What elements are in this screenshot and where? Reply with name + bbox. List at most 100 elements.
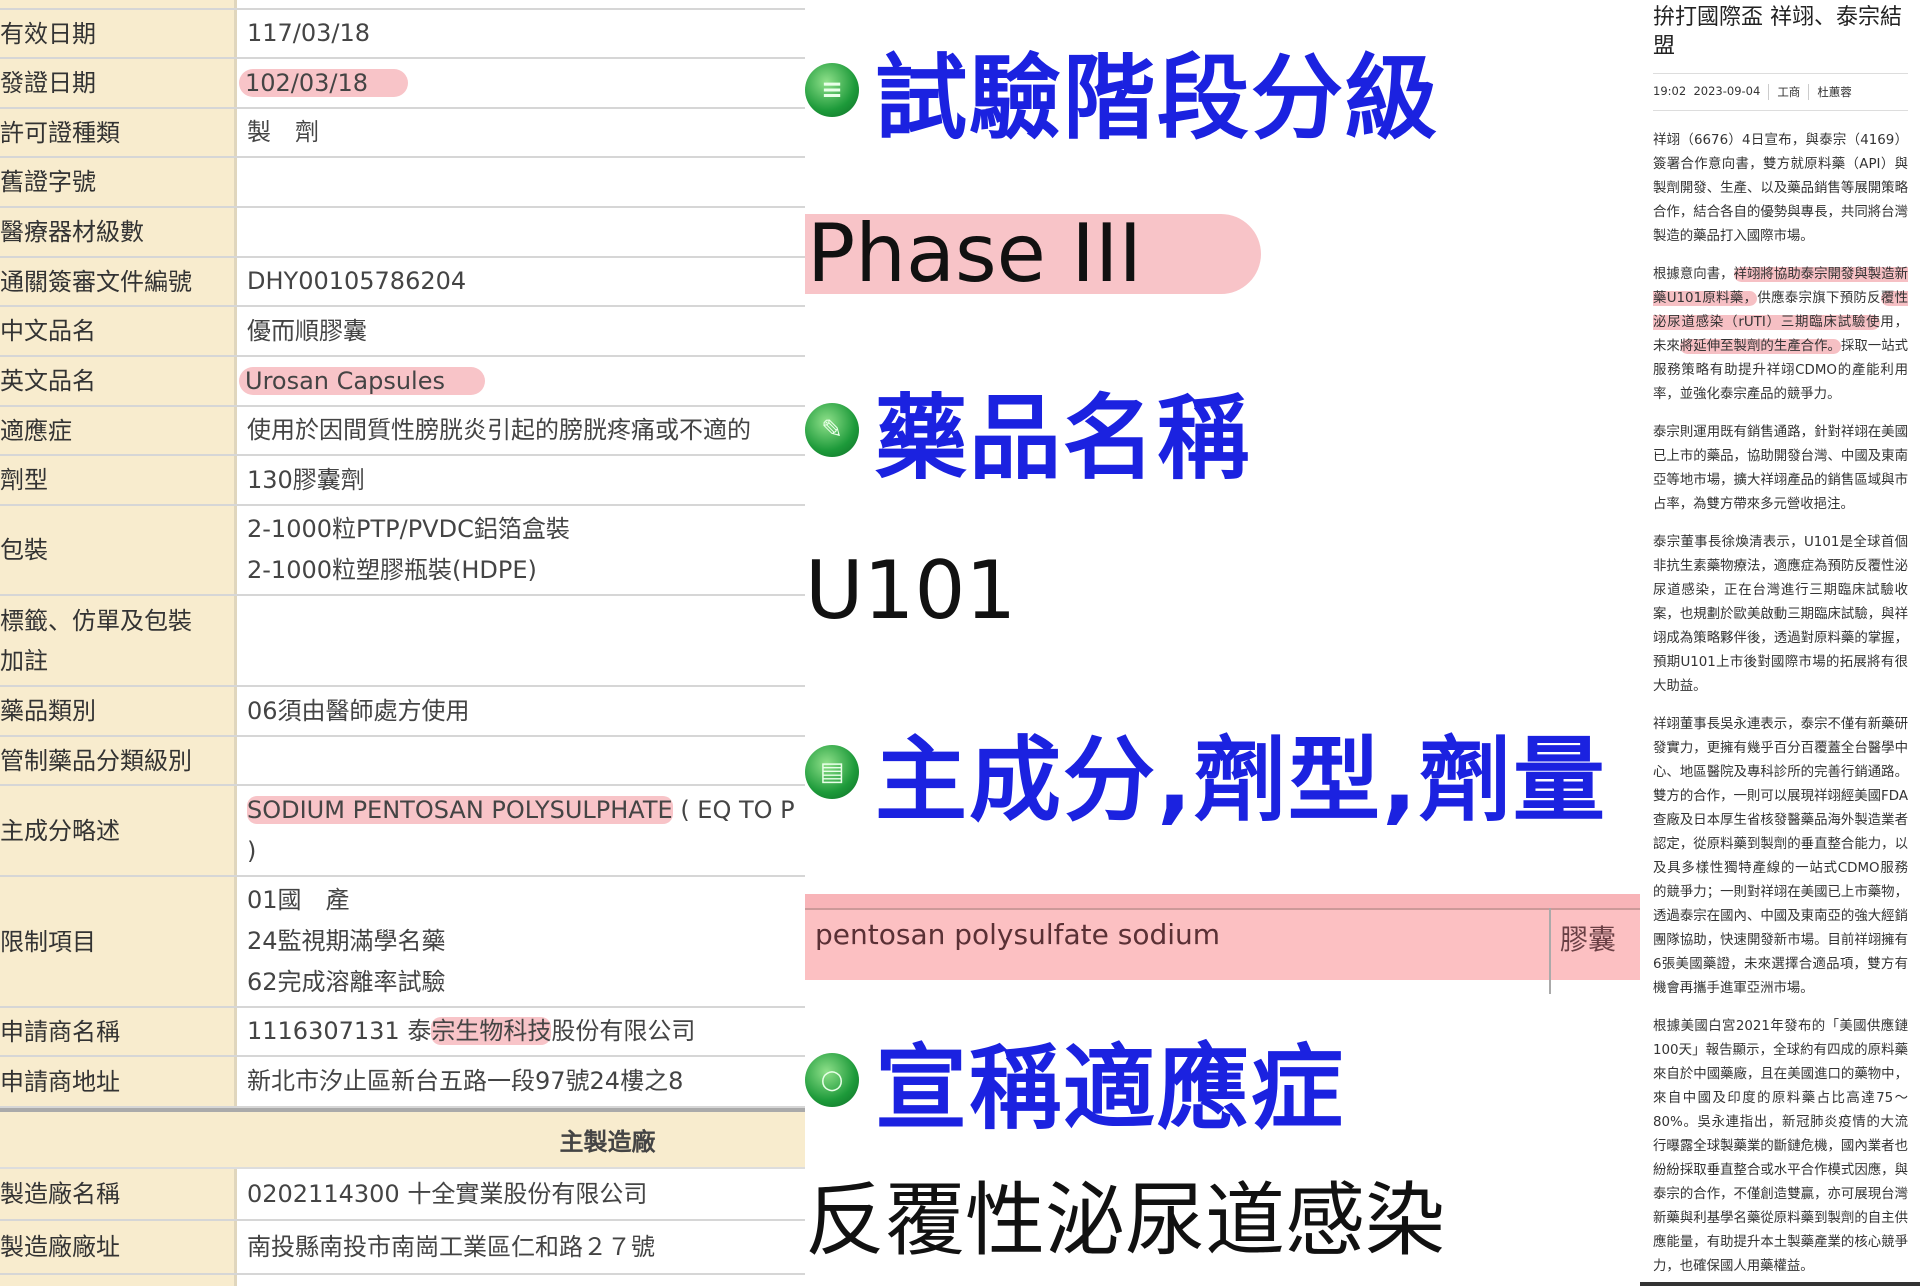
- row-label: 有效日期: [0, 10, 237, 57]
- row-value: 2-1000粒PTP/PVDC鋁箔盒裝 2-1000粒塑膠瓶裝(HDPE): [237, 506, 805, 594]
- row-value: SODIUM PENTOSAN POLYSULPHATE ( EQ TO P): [237, 786, 805, 875]
- row-label: 藥品類別: [0, 687, 237, 735]
- article-meta: 19:02 2023-09-04 工商 杜蕙蓉: [1653, 74, 1908, 111]
- row-value: 130膠囊劑: [237, 456, 805, 504]
- article-paragraph: 泰宗則運用既有銷售通路，針對祥翊在美國已上市的藥品，協助開發台灣、中國及東南亞等…: [1653, 425, 1908, 512]
- table-row: 申請商地址新北市汐止區新台五路一段97號24樓之8: [0, 1057, 805, 1108]
- heading-text: 試驗階段分級: [875, 44, 1440, 152]
- row-value: [237, 596, 805, 685]
- row-label: 申請商地址: [0, 1057, 237, 1106]
- drug-name-heading: ✎ 藥品名稱: [805, 380, 1251, 492]
- table-row: 申請商名稱 1116307131 泰宗生物科技股份有限公司: [0, 1008, 805, 1057]
- row-value: 南投縣南投市南崗工業區仁和路２７號: [247, 1232, 655, 1261]
- row-value: 0202114300 十全實業股份有限公司: [247, 1179, 648, 1208]
- drug-name-value: U101: [805, 544, 1017, 637]
- value-line: 2-1000粒PTP/PVDC鋁箔盒裝: [247, 515, 570, 543]
- value-line: 優而順膠囊: [247, 316, 367, 345]
- ingredient-value: pentosan polysulfate sodium: [815, 918, 1221, 951]
- article-paragraph: 泰宗董事長徐煥清表示，U101是全球首個非抗生素藥物療法，適應症為預防反覆性泌尿…: [1653, 535, 1908, 694]
- manufacturer-header: 主製造廠: [0, 1108, 805, 1169]
- table-row-partial: [0, 0, 805, 10]
- article-paragraph: 根據美國白宮2021年發布的「美國供應鏈100天」報告顯示，全球約有四成的原料藥…: [1653, 1019, 1908, 1274]
- row-value: 117/03/18: [237, 10, 805, 57]
- value-line: 使用於因間質性膀胱炎引起的膀胱疼痛或不適的: [247, 416, 751, 444]
- row-label: 申請商名稱: [0, 1008, 237, 1055]
- value-line: ): [247, 836, 257, 865]
- value-line: 102/03/18: [239, 63, 805, 104]
- row-label: 許可證種類: [0, 109, 237, 156]
- row-label: 標籤、仿單及包裝 加註: [0, 596, 237, 685]
- value-line: 117/03/18: [247, 19, 371, 47]
- row-label: 適應症: [0, 407, 237, 454]
- row-label: 英文品名: [0, 357, 237, 405]
- table-row: 有效日期 117/03/18: [0, 10, 805, 59]
- article-title: 拚打國際盃 祥翊、泰宗結盟: [1653, 3, 1908, 74]
- dosage-form-value: 膠囊: [1560, 923, 1617, 956]
- row-label: 包裝: [0, 506, 237, 594]
- value-line: 130膠囊劑: [247, 465, 365, 494]
- table-row-partial: [0, 1275, 805, 1286]
- row-label: 中文品名: [0, 307, 237, 355]
- heading-text: 藥品名稱: [875, 384, 1252, 492]
- table-row: 包裝 2-1000粒PTP/PVDC鋁箔盒裝 2-1000粒塑膠瓶裝(HDPE): [0, 506, 805, 596]
- row-value: 使用於因間質性膀胱炎引起的膀胱疼痛或不適的: [237, 407, 805, 454]
- value-line: SODIUM PENTOSAN POLYSULPHATE ( EQ TO P: [247, 795, 795, 824]
- row-value: 06須由醫師處方使用: [237, 687, 805, 735]
- value-line: 06須由醫師處方使用: [247, 696, 470, 725]
- row-value: 102/03/18: [237, 59, 805, 107]
- value-line: 01國 產: [247, 886, 350, 914]
- table-row: 舊證字號: [0, 158, 805, 208]
- heading-text: 主成分,劑型,劑量: [875, 726, 1607, 834]
- article-paragraph: 祥翊董事長吳永連表示，泰宗不僅有新藥研發實力，更擁有幾乎百分百覆蓋全台醫學中心、…: [1653, 717, 1908, 996]
- table-row: 藥品類別 06須由醫師處方使用: [0, 687, 805, 737]
- value-line: 2-1000粒塑膠瓶裝(HDPE): [247, 556, 537, 584]
- ingredient-heading: ▤ 主成分,劑型,劑量: [805, 722, 1607, 834]
- table-row-manufacturer-name: 製造廠名稱 0202114300 十全實業股份有限公司: [0, 1169, 805, 1221]
- summary-panel: ≡ 試驗階段分級 Phase III ✎ 藥品名稱 U101 ▤ 主成分,劑型,…: [805, 0, 1640, 1286]
- row-label: 發證日期: [0, 59, 237, 107]
- table-row: 許可證種類製 劑: [0, 109, 805, 158]
- row-label: 醫療器材級數: [0, 208, 237, 256]
- heading-text: 宣稱適應症: [875, 1034, 1346, 1142]
- circle-icon: ○: [805, 1053, 859, 1107]
- value-line: 1116307131 泰宗生物科技股份有限公司: [247, 1017, 696, 1045]
- trial-phase-value: Phase III: [805, 214, 1261, 294]
- row-value: DHY00105786204: [237, 258, 805, 305]
- divider: [1640, 1282, 1920, 1286]
- row-value: [237, 208, 805, 256]
- table-row-manufacturer-address: 製造廠廠址 南投縣南投市南崗工業區仁和路２７號: [0, 1221, 805, 1275]
- row-label: 製造廠廠址: [0, 1221, 237, 1273]
- table-row: 標籤、仿單及包裝 加註: [0, 596, 805, 687]
- row-value: 新北市汐止區新台五路一段97號24樓之8: [237, 1057, 805, 1106]
- row-label: 劑型: [0, 456, 237, 504]
- document-icon: ▤: [805, 745, 859, 799]
- row-label: 通關簽審文件編號: [0, 258, 237, 305]
- row-value: [237, 158, 805, 206]
- indication-heading: ○ 宣稱適應症: [805, 1030, 1345, 1142]
- value-line: 24監視期滿學名藥: [247, 927, 446, 955]
- row-value: [237, 737, 805, 784]
- article-time-date: 19:02 2023-09-04: [1653, 84, 1761, 98]
- table-row: 劑型 130膠囊劑: [0, 456, 805, 506]
- row-label: 主成分略述: [0, 786, 237, 875]
- article-author: 杜蕙蓉: [1808, 84, 1852, 100]
- ingredient-table-strip: pentosan polysulfate sodium 膠囊: [805, 894, 1640, 994]
- article-source: 工商: [1768, 84, 1800, 100]
- trial-phase-heading: ≡ 試驗階段分級: [805, 40, 1439, 152]
- row-value: 優而順膠囊: [237, 307, 805, 355]
- value-line: 製 劑: [247, 118, 319, 146]
- row-label: 舊證字號: [0, 158, 237, 206]
- table-row: 適應症使用於因間質性膀胱炎引起的膀胱疼痛或不適的: [0, 407, 805, 456]
- table-row: 醫療器材級數: [0, 208, 805, 258]
- row-label: 管制藥品分類級別: [0, 737, 237, 784]
- news-article: 拚打國際盃 祥翊、泰宗結盟 19:02 2023-09-04 工商 杜蕙蓉 祥翊…: [1640, 0, 1920, 1286]
- table-row: 管制藥品分類級別: [0, 737, 805, 786]
- row-label: 製造廠名稱: [0, 1169, 237, 1219]
